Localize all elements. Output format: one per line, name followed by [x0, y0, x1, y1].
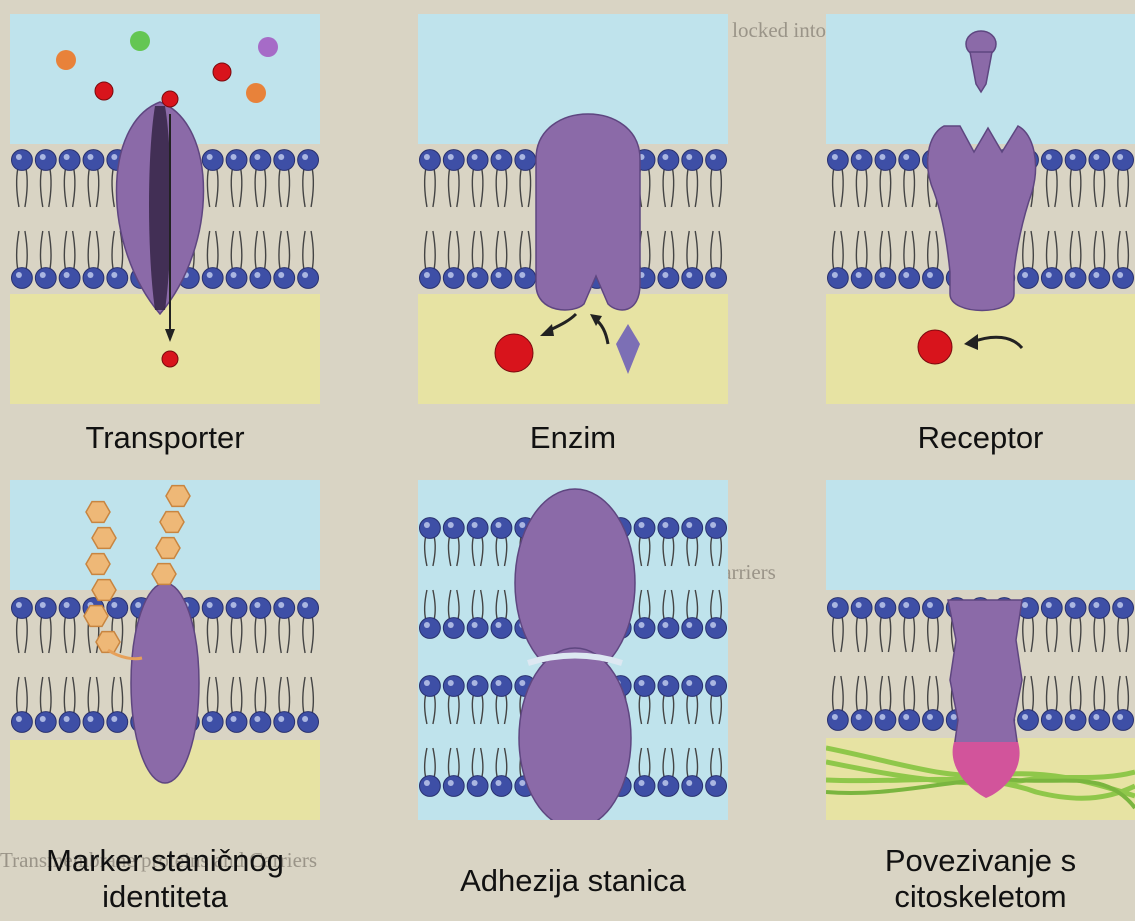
panel-cytoskeleton [826, 480, 1135, 820]
cell-identity-marker-icon [10, 480, 320, 820]
caption-adhesion: Adhezija stanica [418, 863, 728, 899]
caption-receptor: Receptor [826, 420, 1135, 456]
cell-adhesion-protein-icon [418, 480, 728, 820]
transporter-protein-icon [10, 14, 320, 404]
panel-receptor [826, 14, 1135, 404]
caption-cytoskeleton: Povezivanje s citoskeletom [826, 843, 1135, 915]
caption-transporter: Transporter [10, 420, 320, 456]
caption-enzyme: Enzim [418, 420, 728, 456]
caption-cytoskeleton-line1: Povezivanje s [885, 843, 1076, 878]
caption-marker-line1: Marker staničnog [46, 843, 284, 878]
caption-cytoskeleton-line2: citoskeletom [894, 879, 1066, 914]
panel-enzyme [418, 14, 728, 404]
receptor-protein-icon [826, 14, 1135, 404]
cytoskeleton-attachment-icon [826, 480, 1135, 820]
panel-marker [10, 480, 320, 820]
caption-marker-line2: identiteta [102, 879, 228, 914]
panel-transporter [10, 14, 320, 404]
caption-marker: Marker staničnog identiteta [10, 843, 320, 915]
enzyme-protein-icon [418, 14, 728, 404]
panel-adhesion [418, 480, 728, 820]
